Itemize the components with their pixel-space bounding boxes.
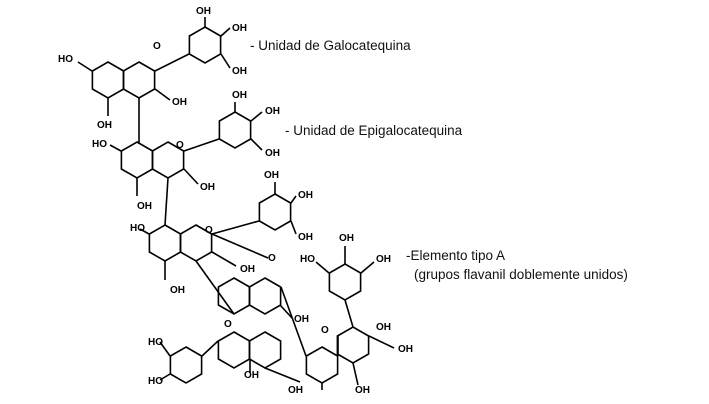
atom-label: OH xyxy=(240,264,255,275)
bond xyxy=(211,233,269,259)
atom-label: OH xyxy=(265,106,280,117)
atom-label: HO xyxy=(148,337,163,348)
ring-b6 xyxy=(328,263,362,301)
atom-label: O xyxy=(153,41,161,52)
atom-label: HO xyxy=(92,139,107,150)
atom-label: O xyxy=(268,253,276,264)
bond xyxy=(154,88,171,101)
atom-label: OH xyxy=(339,233,354,244)
atom-label: HO xyxy=(58,54,73,65)
ring-a2 xyxy=(120,141,154,179)
atom-label: O xyxy=(224,319,232,330)
ring-a1 xyxy=(91,61,125,99)
bond xyxy=(183,168,199,185)
bond xyxy=(201,340,219,357)
bond xyxy=(159,373,171,381)
atom-label: O xyxy=(321,325,329,336)
bond xyxy=(154,53,190,72)
bond xyxy=(211,251,237,267)
atom-label: O xyxy=(205,225,213,236)
atom-label: OH xyxy=(137,201,152,212)
atom-label: OH xyxy=(97,120,112,131)
bond xyxy=(279,304,293,319)
ring-d4 xyxy=(248,277,282,315)
ring-a3 xyxy=(148,224,182,262)
atom-label: OH xyxy=(264,170,279,181)
atom-label: OH xyxy=(294,314,309,325)
atom-label: OH xyxy=(232,23,247,34)
bond xyxy=(290,195,297,204)
bond xyxy=(344,299,354,328)
bond xyxy=(220,53,231,69)
ring-b3 xyxy=(258,193,292,231)
ring-c5 xyxy=(217,331,251,369)
bond xyxy=(360,261,375,274)
ring-a5 xyxy=(248,331,282,369)
bond xyxy=(250,138,263,151)
bond xyxy=(183,138,220,152)
bond xyxy=(352,362,359,386)
atom-label: OH xyxy=(170,285,185,296)
bond xyxy=(264,367,301,383)
bond xyxy=(77,61,93,72)
atom-label: HO xyxy=(130,223,145,234)
atom-label: OH xyxy=(232,66,247,77)
ring-c6 xyxy=(336,326,370,364)
atom-label: OH xyxy=(200,182,215,193)
ring-c1 xyxy=(122,61,156,99)
ring-c4 xyxy=(217,277,251,315)
bond xyxy=(164,177,169,226)
bond xyxy=(250,111,263,122)
bond xyxy=(159,341,171,357)
ring-b5 xyxy=(169,346,203,384)
bond xyxy=(280,286,307,357)
atom-label: HO xyxy=(300,254,315,265)
atom-label: OH xyxy=(398,344,413,355)
ring-b2 xyxy=(218,111,252,149)
label-galocatequina: - Unidad de Galocatequina xyxy=(250,38,411,53)
atom-label: OH xyxy=(376,254,391,265)
atom-label: OH xyxy=(298,190,313,201)
bond xyxy=(139,228,150,235)
atom-label: OH xyxy=(244,370,259,381)
label-elemento-tipo-a: -Elemento tipo A xyxy=(406,248,505,263)
bond xyxy=(368,335,395,349)
label-epigalocatequina: - Unidad de Epigalocatequina xyxy=(285,123,463,138)
atom-label: OH xyxy=(355,385,370,396)
label-elemento-tipo-a-sub: (grupos flavanil doblemente unidos) xyxy=(414,267,628,282)
atom-label: OH xyxy=(196,6,211,17)
bonds xyxy=(77,17,395,390)
bond xyxy=(195,260,235,315)
bond xyxy=(220,27,231,37)
atom-label: OH xyxy=(172,97,187,108)
bond xyxy=(211,220,260,235)
atom-label: OH xyxy=(298,232,313,243)
atom-label: OH xyxy=(376,322,391,333)
atom-label: OH xyxy=(232,90,247,101)
atom-label: OH xyxy=(288,385,303,396)
atom-label: OH xyxy=(265,148,280,159)
ring-b1 xyxy=(188,26,222,64)
atom-label: HO xyxy=(148,376,163,387)
atom-label: O xyxy=(176,140,184,151)
bond xyxy=(315,261,330,274)
ring-a6 xyxy=(305,346,339,384)
bond xyxy=(109,144,122,152)
bond xyxy=(290,220,297,235)
